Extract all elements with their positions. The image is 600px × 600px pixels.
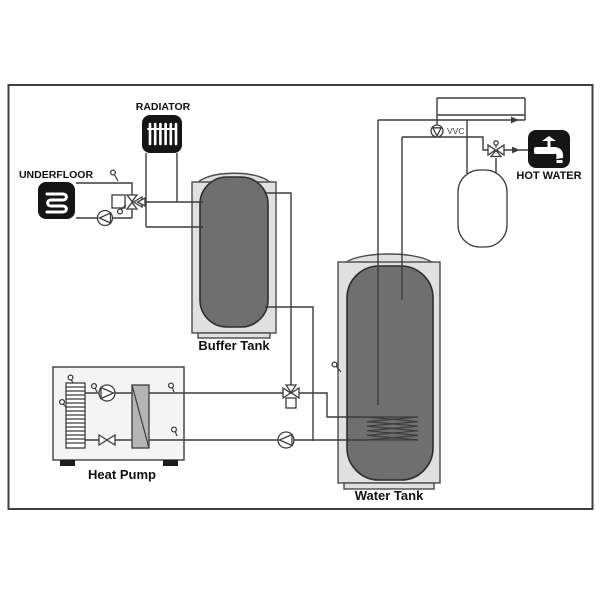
pipe-hot-to-valve	[402, 136, 488, 151]
water-tank	[337, 253, 441, 490]
three-way-valve-main	[282, 384, 300, 409]
heat-pump-foot-left	[60, 460, 75, 466]
pump-underfloor-icon	[96, 209, 114, 227]
heat-pump-label: Heat Pump	[88, 467, 156, 482]
underfloor-icon	[38, 182, 75, 219]
vvc-pump-icon	[430, 124, 444, 138]
pump-main-icon	[277, 431, 295, 449]
radiator-label: RADIATOR	[136, 101, 191, 113]
flow-arrow-tap	[512, 146, 520, 154]
radiator-icon	[142, 115, 182, 153]
temperature-sensor-icon	[58, 374, 178, 437]
hot-water-label: HOT WATER	[516, 170, 581, 182]
flow-arrow	[511, 116, 519, 124]
hot-water-icon	[528, 130, 570, 168]
vvc-label: VVC	[447, 126, 464, 136]
tank-sensor-stem	[335, 365, 342, 373]
pipe-radiator-return	[145, 153, 203, 228]
water-tank-internals	[331, 120, 419, 441]
coil-heat-exchanger-icon	[366, 416, 419, 441]
plate-heat-exchanger-icon	[131, 384, 150, 449]
tank-sensor-icon	[331, 361, 338, 368]
pipes-underfloor	[76, 182, 203, 219]
underfloor-sensors	[109, 169, 127, 215]
pipe-buffer-bottom-right	[265, 306, 314, 441]
evaporator-coil-icon	[65, 382, 86, 449]
heat-pump-foot-right	[163, 460, 178, 466]
diagram-frame	[7, 84, 594, 510]
pipe-underfloor-supply	[76, 182, 133, 195]
compressor-icon	[98, 384, 116, 402]
expansion-vessel	[457, 169, 508, 248]
heat-pump	[52, 366, 185, 466]
three-way-valve-dhw	[487, 140, 505, 158]
buffer-tank	[191, 172, 277, 339]
three-way-valve-underfloor	[111, 194, 146, 210]
water-tank-label: Water Tank	[355, 488, 424, 503]
pipes-main-circuit	[149, 192, 367, 441]
pipe-buffer-top-right	[264, 192, 292, 388]
pipe-underfloor-return	[76, 209, 133, 219]
underfloor-label: UNDERFLOOR	[19, 169, 93, 181]
buffer-tank-label: Buffer Tank	[198, 338, 270, 353]
expansion-valve-icon	[98, 433, 116, 447]
